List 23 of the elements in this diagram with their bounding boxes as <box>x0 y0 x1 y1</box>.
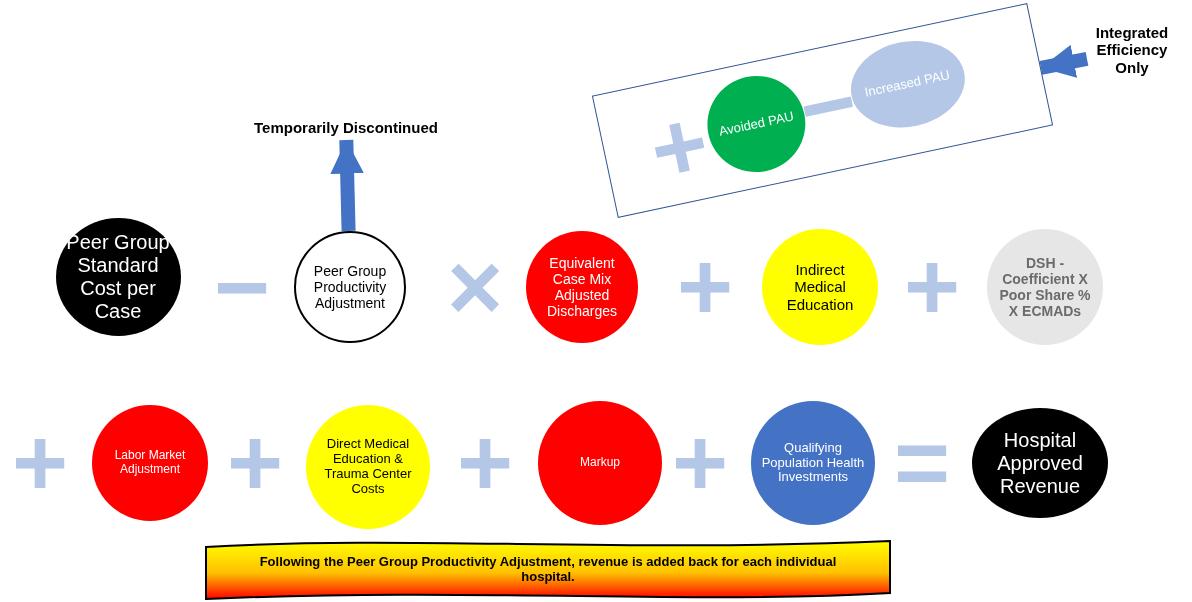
plus-sign: + <box>226 415 284 511</box>
circle-node: Peer Group Productivity Adjustment <box>294 231 406 343</box>
text-label: Integrated Efficiency Only <box>1087 15 1177 85</box>
plus-sign: + <box>676 239 734 335</box>
equals-sign: = <box>893 415 951 511</box>
text-label: Temporarily Discontinued <box>236 116 456 140</box>
circle-node: Qualifying Population Health Investments <box>751 401 875 525</box>
times-sign: × <box>446 239 504 335</box>
plus-sign: + <box>671 415 729 511</box>
plus-sign: + <box>456 415 514 511</box>
circle-node: Direct Medical Education & Trauma Center Costs <box>306 405 430 529</box>
block-arrow <box>330 139 364 232</box>
minus-sign: − <box>213 239 271 335</box>
ellipse-node: Hospital Approved Revenue <box>972 408 1108 518</box>
circle-node: Markup <box>538 401 662 525</box>
plus-sign: + <box>11 415 69 511</box>
block-arrow <box>1039 44 1089 78</box>
circle-node: Labor Market Adjustment <box>92 405 208 521</box>
note-banner: Following the Peer Group Productivity Adjustment, revenue is added back for each individual hospital. <box>205 539 891 601</box>
circle-node: Indirect Medical Education <box>762 229 878 345</box>
circle-node: DSH - Coefficient X Poor Share % X ECMADs <box>987 229 1103 345</box>
plus-sign: + <box>903 239 961 335</box>
circle-node: Equivalent Case Mix Adjusted Discharges <box>526 231 638 343</box>
